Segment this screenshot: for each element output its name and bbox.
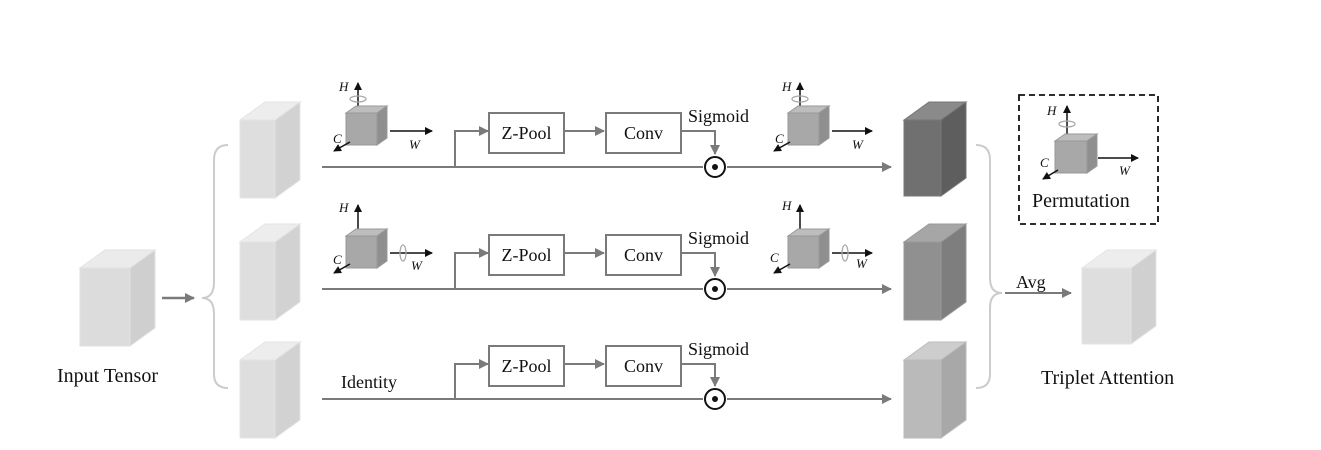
branch-2-right-axis-w: W [856,256,867,271]
branch-1-rotation-icon-right [773,82,873,152]
split-block-2 [238,223,302,321]
branch-1-rotation-icon-left [333,82,433,152]
branch-1-right-axis-h: H [782,79,792,94]
output-block-2 [902,223,968,321]
input-tensor-label: Input Tensor [57,365,158,387]
branch-1-flow [322,112,892,178]
branch-1-left-axis-c: C [333,131,342,146]
branch-2-rotation-icon-right [773,204,873,274]
legend-axis-w: W [1119,163,1130,178]
split-block-1 [238,101,302,199]
output-block-1 [902,101,968,197]
branch-2-left-axis-h: H [339,200,349,215]
output-block-3 [902,341,968,439]
branch-3-sigmoid-label: Sigmoid [688,339,750,359]
branch-2-right-axis-h: H [782,198,792,213]
branch-2-conv-box: Conv [623,245,663,265]
split-block-3 [238,341,302,439]
branch-2-left-axis-w: W [411,258,422,273]
branch-3-zpool-box: Z-Pool [501,356,552,376]
branch-2-sigmoid-label: Sigmoid [688,228,750,248]
branch-2-rotation-icon-left [333,204,433,274]
branch-1-right-axis-w: W [852,137,863,152]
legend-permutation-label: Permutation [1032,190,1130,212]
branch-1-left-axis-w: W [409,137,420,152]
split-brace [201,144,229,389]
avg-label: Avg [1016,272,1046,292]
branch-1-conv-box: Conv [623,123,663,143]
merge-brace [975,144,1003,389]
branch-1-left-axis-h: H [339,79,349,94]
branch-2-flow [322,234,892,300]
branch-3-flow [322,345,892,410]
legend-axis-c: C [1040,155,1049,170]
input-tensor-block [78,249,157,347]
triplet-attention-block [1080,249,1158,345]
triplet-attention-label: Triplet Attention [1041,367,1175,389]
legend-axis-h: H [1047,103,1057,118]
branch-1-zpool-box: Z-Pool [501,123,552,143]
legend-permutation-icon [1042,105,1139,180]
branch-1-right-axis-c: C [775,131,784,146]
identity-label: Identity [341,372,397,392]
branch-2-right-axis-c: C [770,250,779,265]
branch-1-sigmoid-label: Sigmoid [688,106,750,126]
branch-3-conv-box: Conv [623,356,663,376]
branch-2-zpool-box: Z-Pool [501,245,552,265]
branch-2-left-axis-c: C [333,252,342,267]
